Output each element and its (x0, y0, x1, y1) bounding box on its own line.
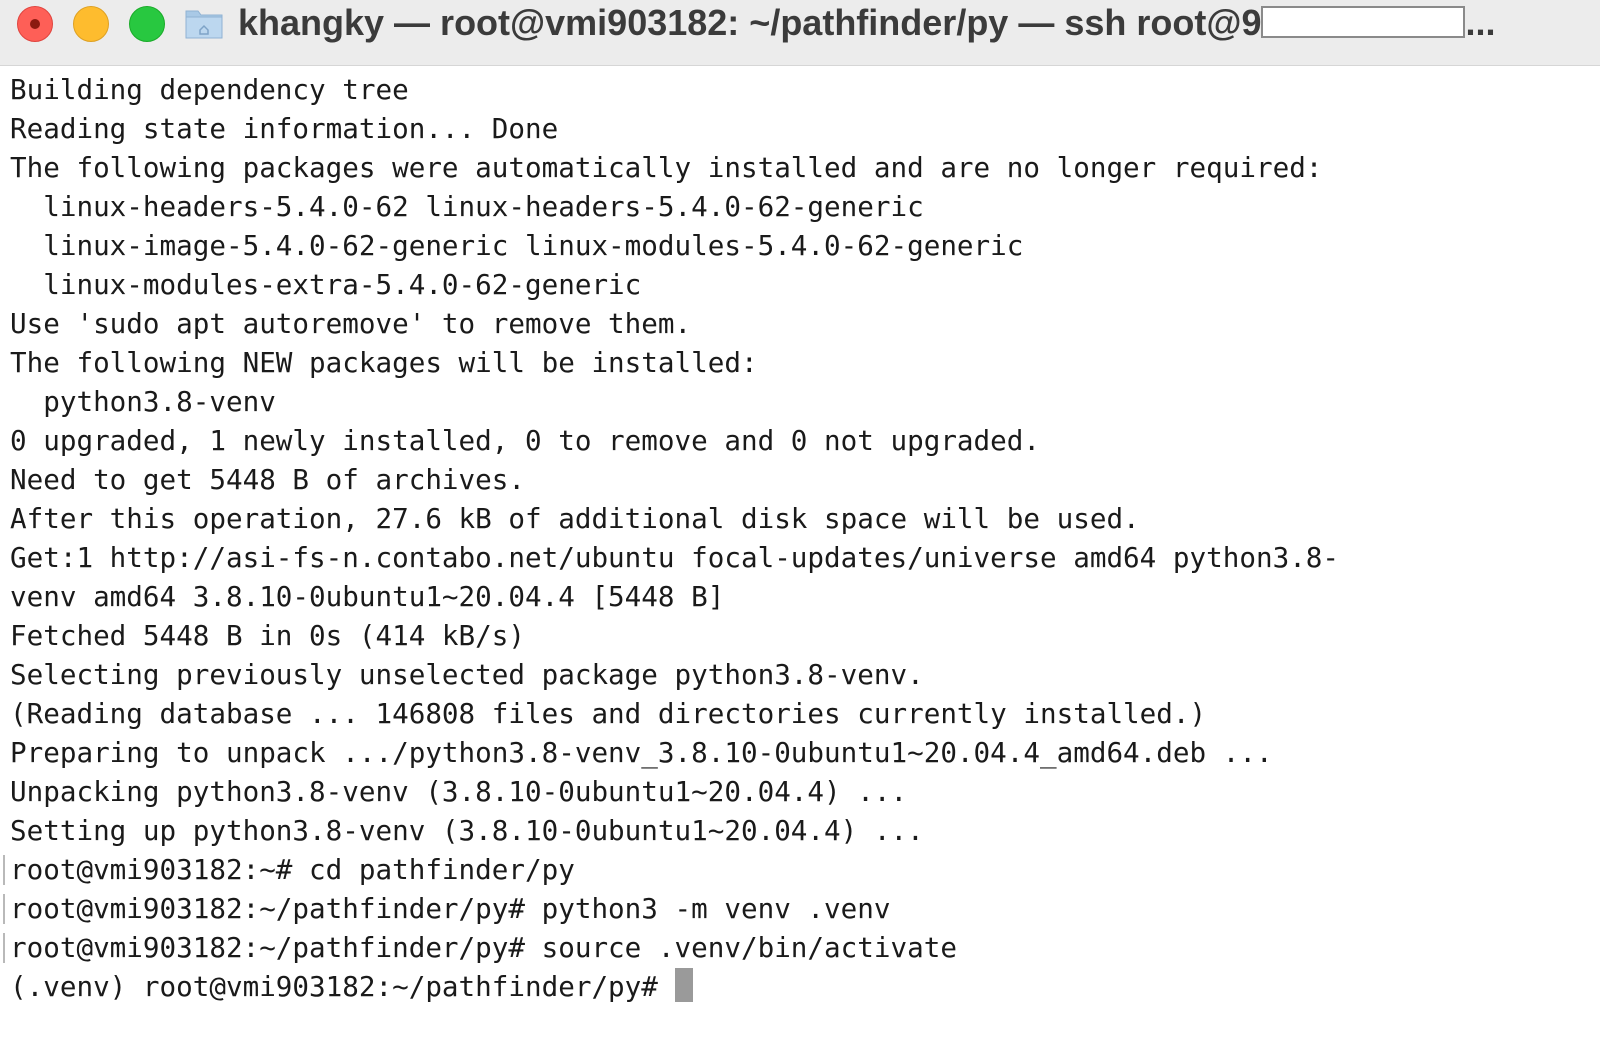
text-cursor (674, 968, 693, 1002)
terminal-line: Get:1 http://asi-fs-n.contabo.net/ubuntu… (10, 541, 1340, 574)
window-title: khangky — root@vmi903182: ~/pathfinder/p… (238, 0, 1495, 46)
terminal-line: linux-modules-extra-5.4.0-62-generic (10, 268, 642, 301)
terminal-command-line: root@vmi903182:~/pathfinder/py# python3 … (10, 892, 891, 925)
redacted-ip (1261, 6, 1466, 39)
terminal-line: Setting up python3.8-venv (3.8.10-0ubunt… (10, 814, 924, 847)
close-button[interactable] (17, 6, 53, 42)
terminal-line: linux-headers-5.4.0-62 linux-headers-5.4… (10, 190, 924, 223)
shell-prompt: (.venv) root@vmi903182:~/pathfinder/py# (10, 970, 675, 1003)
title-bar[interactable]: khangky — root@vmi903182: ~/pathfinder/p… (0, 0, 1600, 66)
home-folder-icon (185, 10, 223, 39)
minimize-button[interactable] (73, 6, 109, 42)
terminal-line: The following packages were automaticall… (10, 151, 1323, 184)
terminal-line: linux-image-5.4.0-62-generic linux-modul… (10, 229, 1024, 262)
terminal-output[interactable]: Building dependency tree Reading state i… (0, 70, 1600, 1038)
window-title-text: khangky — root@vmi903182: ~/pathfinder/p… (238, 2, 1262, 43)
terminal-line: The following NEW packages will be insta… (10, 346, 758, 379)
terminal-line: Unpacking python3.8-venv (3.8.10-0ubuntu… (10, 775, 908, 808)
terminal-line: Need to get 5448 B of archives. (10, 463, 525, 496)
terminal-line: (Reading database ... 146808 files and d… (10, 697, 1207, 730)
terminal-line: 0 upgraded, 1 newly installed, 0 to remo… (10, 424, 1040, 457)
terminal-line: Selecting previously unselected package … (10, 658, 924, 691)
terminal-command-line: root@vmi903182:~# cd pathfinder/py (10, 853, 575, 886)
terminal-prompt-line[interactable]: (.venv) root@vmi903182:~/pathfinder/py# (10, 967, 693, 1006)
terminal-line: Preparing to unpack .../python3.8-venv_3… (10, 736, 1273, 769)
prompt-mark (3, 933, 5, 963)
prompt-mark (3, 894, 5, 924)
terminal-line: Building dependency tree (10, 73, 409, 106)
terminal-command-line: root@vmi903182:~/pathfinder/py# source .… (10, 931, 957, 964)
terminal-line: python3.8-venv (10, 385, 276, 418)
terminal-line: Fetched 5448 B in 0s (414 kB/s) (10, 619, 525, 652)
terminal-line: Use 'sudo apt autoremove' to remove them… (10, 307, 692, 340)
prompt-mark (3, 855, 5, 885)
terminal-line: After this operation, 27.6 kB of additio… (10, 502, 1140, 535)
zoom-button[interactable] (129, 6, 165, 42)
window-title-ellipsis: ... (1465, 2, 1496, 43)
terminal-line: venv amd64 3.8.10-0ubuntu1~20.04.4 [5448… (10, 580, 725, 613)
terminal-line: Reading state information... Done (10, 112, 559, 145)
